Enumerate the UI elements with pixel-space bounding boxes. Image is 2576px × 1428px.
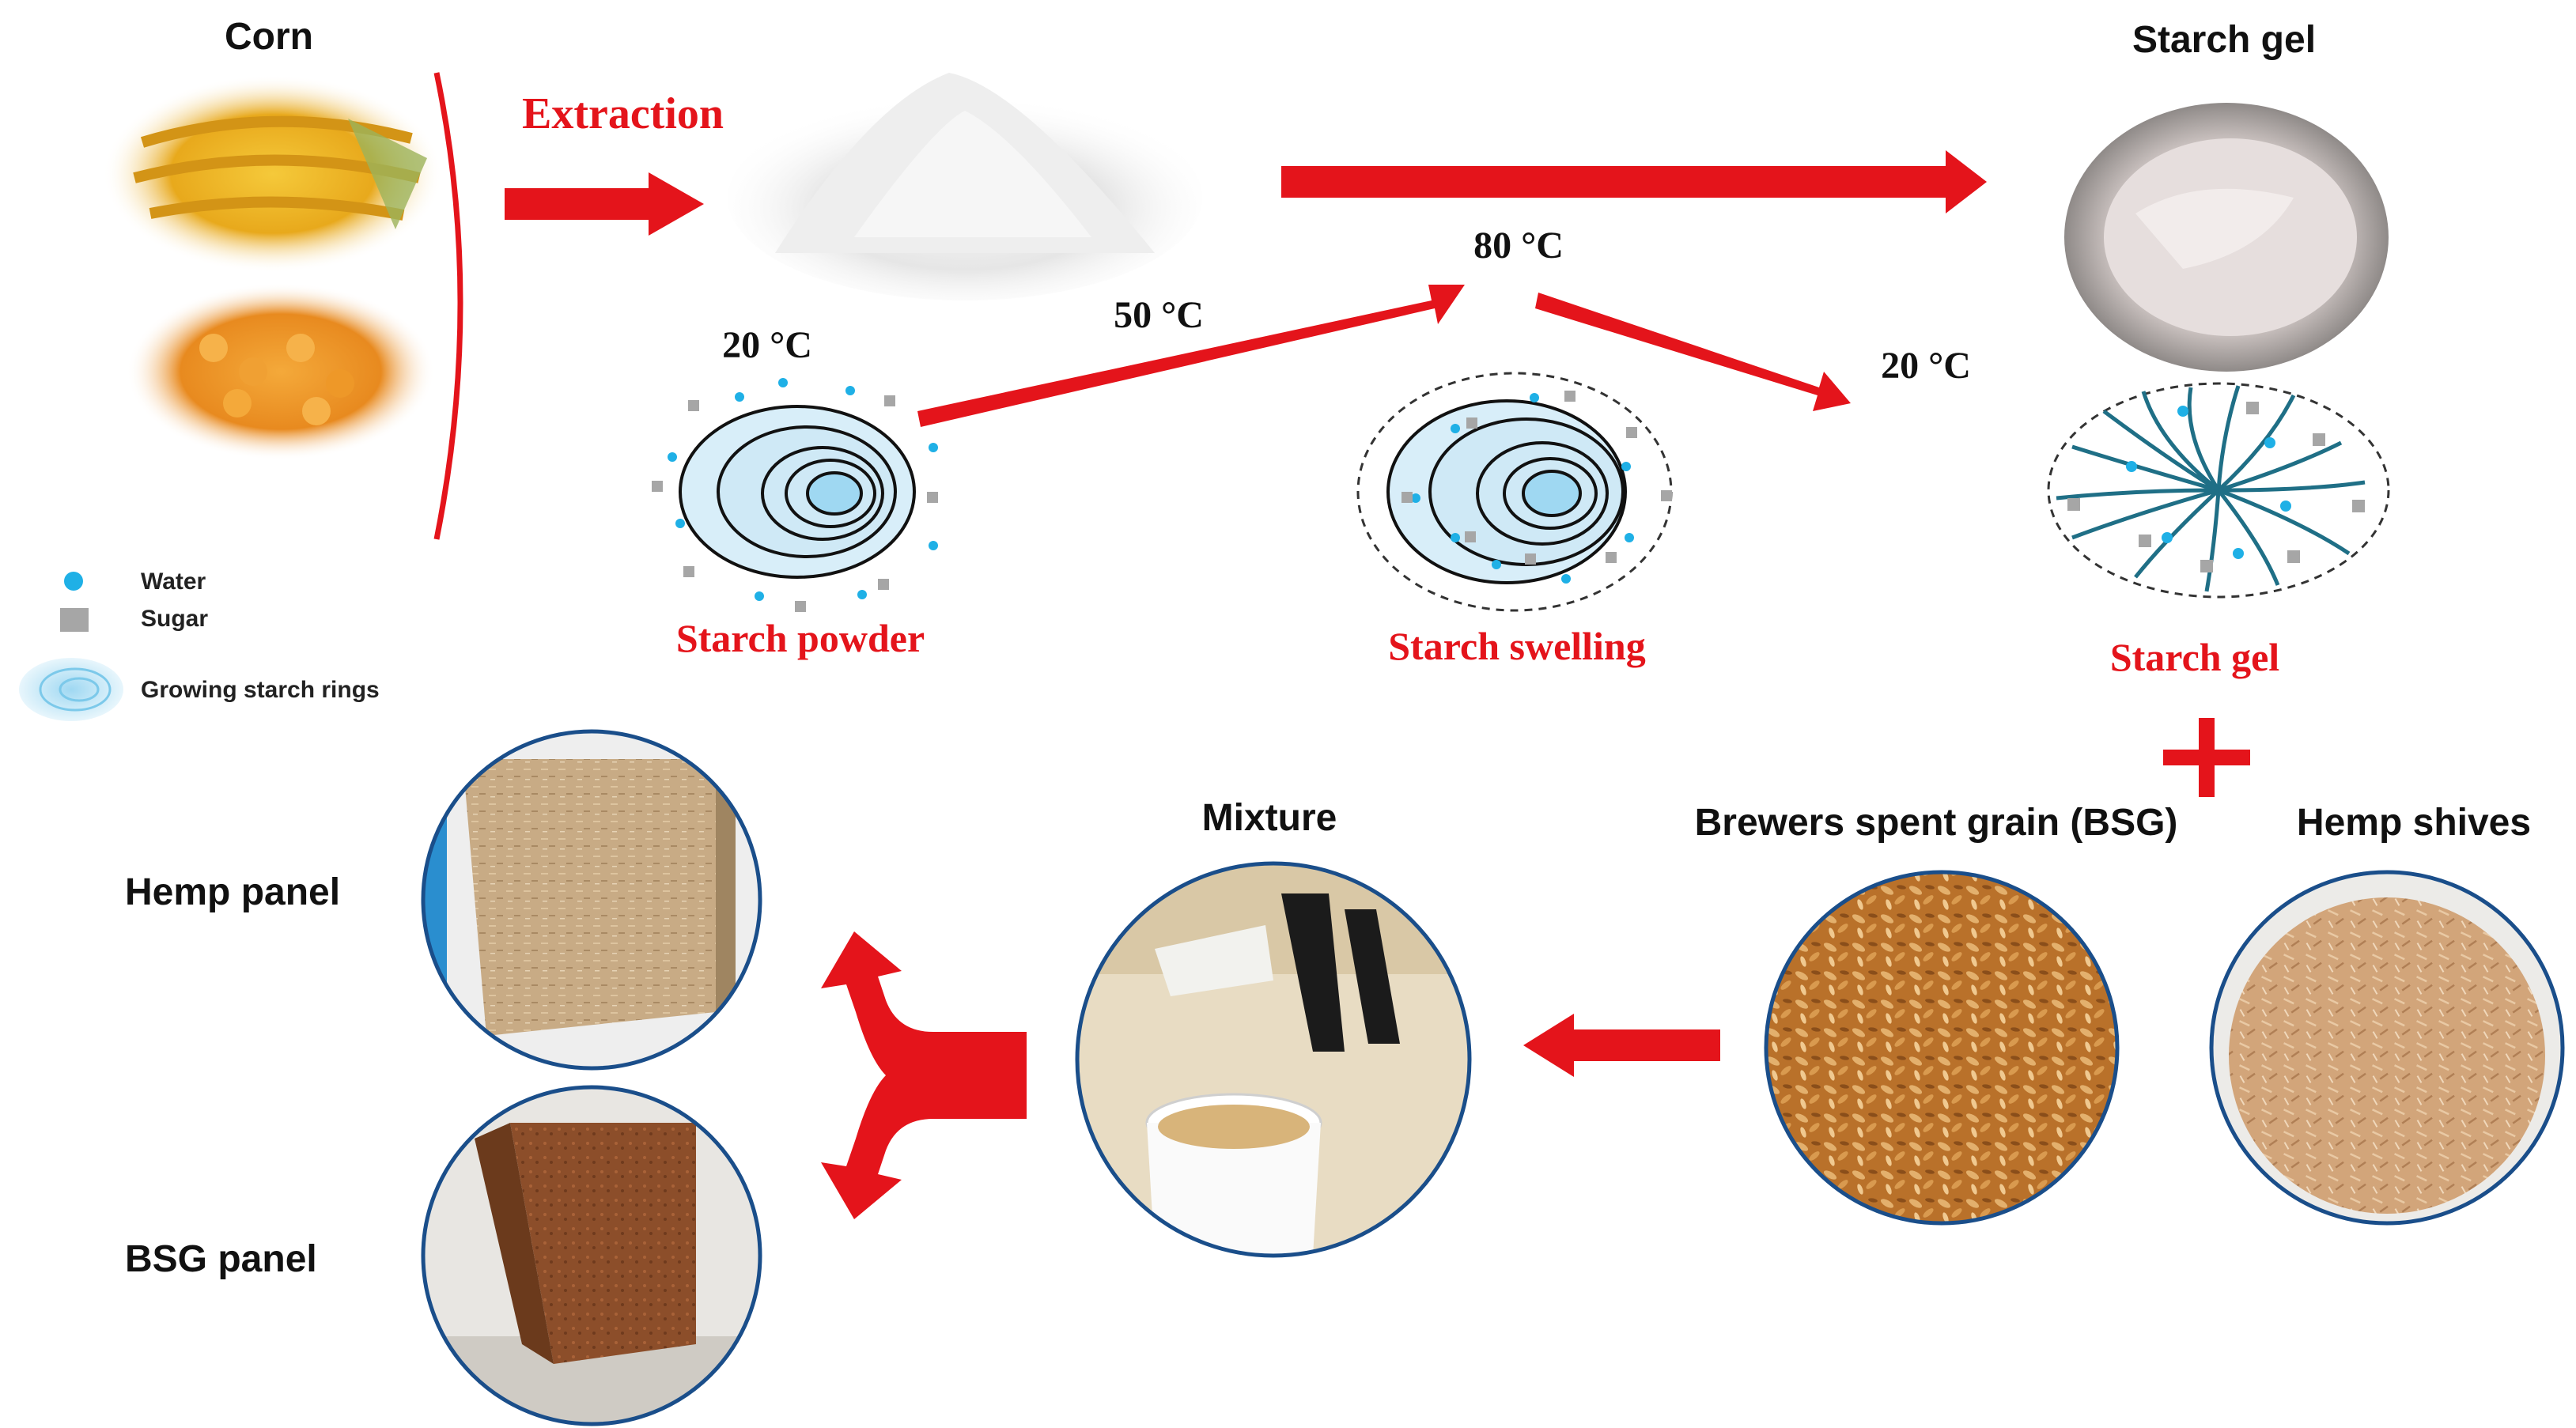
plus-icon (2163, 718, 2250, 797)
extraction-label: Extraction (522, 89, 724, 138)
corn-kernels-image (127, 283, 435, 460)
starch-powder-image (728, 73, 1202, 300)
legend-rings-icon (19, 658, 123, 721)
hemp-shives-image (2209, 870, 2565, 1226)
starch-gel-network (2047, 382, 2390, 599)
legend-water-icon (64, 572, 83, 591)
extraction-arrow (505, 172, 704, 236)
bsg-label: Brewers spent grain (BSG) (1695, 802, 2178, 844)
long-arrow-to-gel (1281, 150, 1987, 213)
starch-gel-top-label: Starch gel (2132, 19, 2316, 61)
mixture-image (1075, 861, 1472, 1258)
bsg-panel-image (421, 1085, 762, 1426)
mixture-label: Mixture (1202, 797, 1337, 839)
starch-gel-particles (2067, 402, 2365, 572)
bsg-panel-label: BSG panel (125, 1238, 317, 1280)
temp-20-right-label: 20 °C (1881, 345, 1971, 387)
corn-cob-image (103, 75, 443, 273)
arrow-80-to-20 (1535, 293, 1851, 411)
starch-swelling-label: Starch swelling (1388, 624, 1646, 668)
hemp-panel-label: Hemp panel (125, 871, 340, 913)
starch-swelling-granule (1356, 372, 1673, 612)
legend-sugar-icon (60, 608, 89, 632)
temp-80-label: 80 °C (1473, 225, 1564, 266)
arrow-20-to-80 (917, 285, 1465, 427)
corn-bracket-line (433, 72, 463, 540)
bsg-image (1764, 870, 2120, 1226)
temp-20-left-label: 20 °C (722, 324, 812, 366)
starch-gel-bowl-image (2064, 103, 2389, 372)
temp-50-label: 50 °C (1114, 294, 1204, 336)
legend: Water Sugar Growing starch rings (19, 569, 380, 721)
starch-gel-label: Starch gel (2110, 635, 2279, 679)
corn-label: Corn (225, 16, 313, 58)
hemp-panel-image (421, 729, 762, 1071)
legend-sugar-label: Sugar (141, 606, 208, 632)
arrow-bsg-to-mixture (1523, 1014, 1720, 1077)
hemp-shives-label: Hemp shives (2297, 802, 2531, 844)
starch-powder-granule (652, 378, 938, 612)
legend-rings-label: Growing starch rings (141, 677, 380, 703)
starch-powder-label: Starch powder (676, 616, 925, 660)
legend-water-label: Water (141, 569, 206, 595)
split-arrow (821, 931, 1027, 1219)
